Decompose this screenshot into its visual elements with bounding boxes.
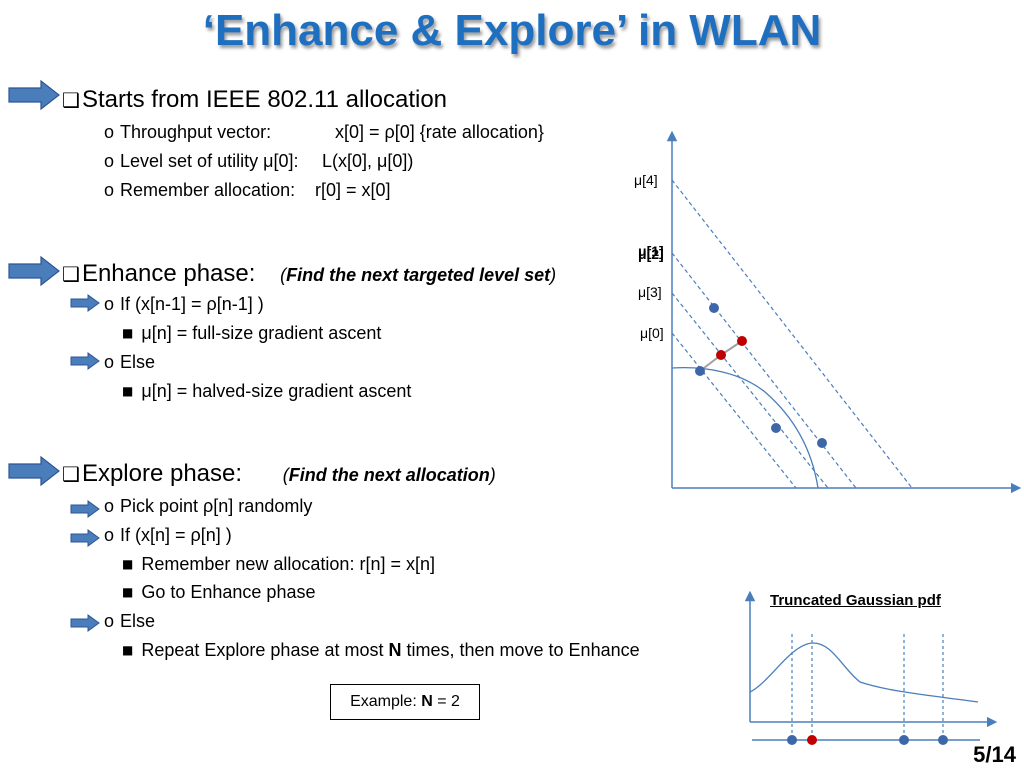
- label-mu0: μ[0]: [640, 325, 664, 341]
- utility-curve: [671, 367, 819, 489]
- explore-if-arrow-icon: [70, 529, 100, 547]
- sample-point-blue: [938, 735, 948, 745]
- label-mu1: μ[1]: [638, 243, 664, 259]
- level-line-mu3: [671, 292, 829, 489]
- enhance-else-sub: ■μ[n] = halved-size gradient ascent: [122, 381, 412, 401]
- explore-if-sub1: ■Remember new allocation: r[n] = x[n]: [122, 554, 435, 574]
- slide-title: ‘Enhance & Explore’ in WLAN: [202, 6, 822, 55]
- example-box: Example: N = 2: [330, 684, 480, 720]
- point-blue: [695, 366, 705, 376]
- checkbox-bullet-icon: ❑: [62, 462, 80, 486]
- point-red: [737, 336, 747, 346]
- sample-point-blue: [787, 735, 797, 745]
- level-line-mu4: [671, 179, 913, 489]
- section3-arrow-icon: [8, 456, 60, 486]
- point-blue: [709, 303, 719, 313]
- label-mu3: μ[3]: [638, 284, 662, 300]
- sample-point-red: [807, 735, 817, 745]
- enhance-if-sub: ■μ[n] = full-size gradient ascent: [122, 323, 382, 343]
- point-red: [716, 350, 726, 360]
- page-number: 5/14: [973, 742, 1016, 767]
- label-mu4: μ[4]: [634, 172, 658, 188]
- point-blue: [817, 438, 827, 448]
- explore-else-sub: ■Repeat Explore phase at most N times, t…: [122, 640, 640, 660]
- sample-point-blue: [899, 735, 909, 745]
- pdf-curve: [749, 642, 979, 703]
- label-mu2: μ[2]: [638, 246, 664, 262]
- level-line-mu0: [671, 332, 797, 489]
- point-blue: [771, 423, 781, 433]
- explore-if-sub2: ■Go to Enhance phase: [122, 582, 316, 602]
- explore-pick-arrow-icon: [70, 500, 100, 518]
- section1-heading: ❑Starts from IEEE 802.11 allocation: [62, 86, 448, 113]
- section2-arrow-icon: [8, 256, 60, 286]
- pdf-plot-title: Truncated Gaussian pdf: [770, 592, 941, 609]
- enhance-if-arrow-icon: [70, 294, 100, 312]
- explore-else-arrow-icon: [70, 614, 100, 632]
- checkbox-bullet-icon: ❑: [62, 88, 80, 112]
- enhance-else-arrow-icon: [70, 352, 100, 370]
- level-line-mu12: [671, 252, 857, 489]
- checkbox-bullet-icon: ❑: [62, 262, 80, 286]
- section3-heading: ❑Explore phase: (Find the next allocatio…: [62, 460, 496, 487]
- section2-heading: ❑Enhance phase: (Find the next targeted …: [62, 260, 557, 287]
- section1-arrow-icon: [8, 80, 60, 110]
